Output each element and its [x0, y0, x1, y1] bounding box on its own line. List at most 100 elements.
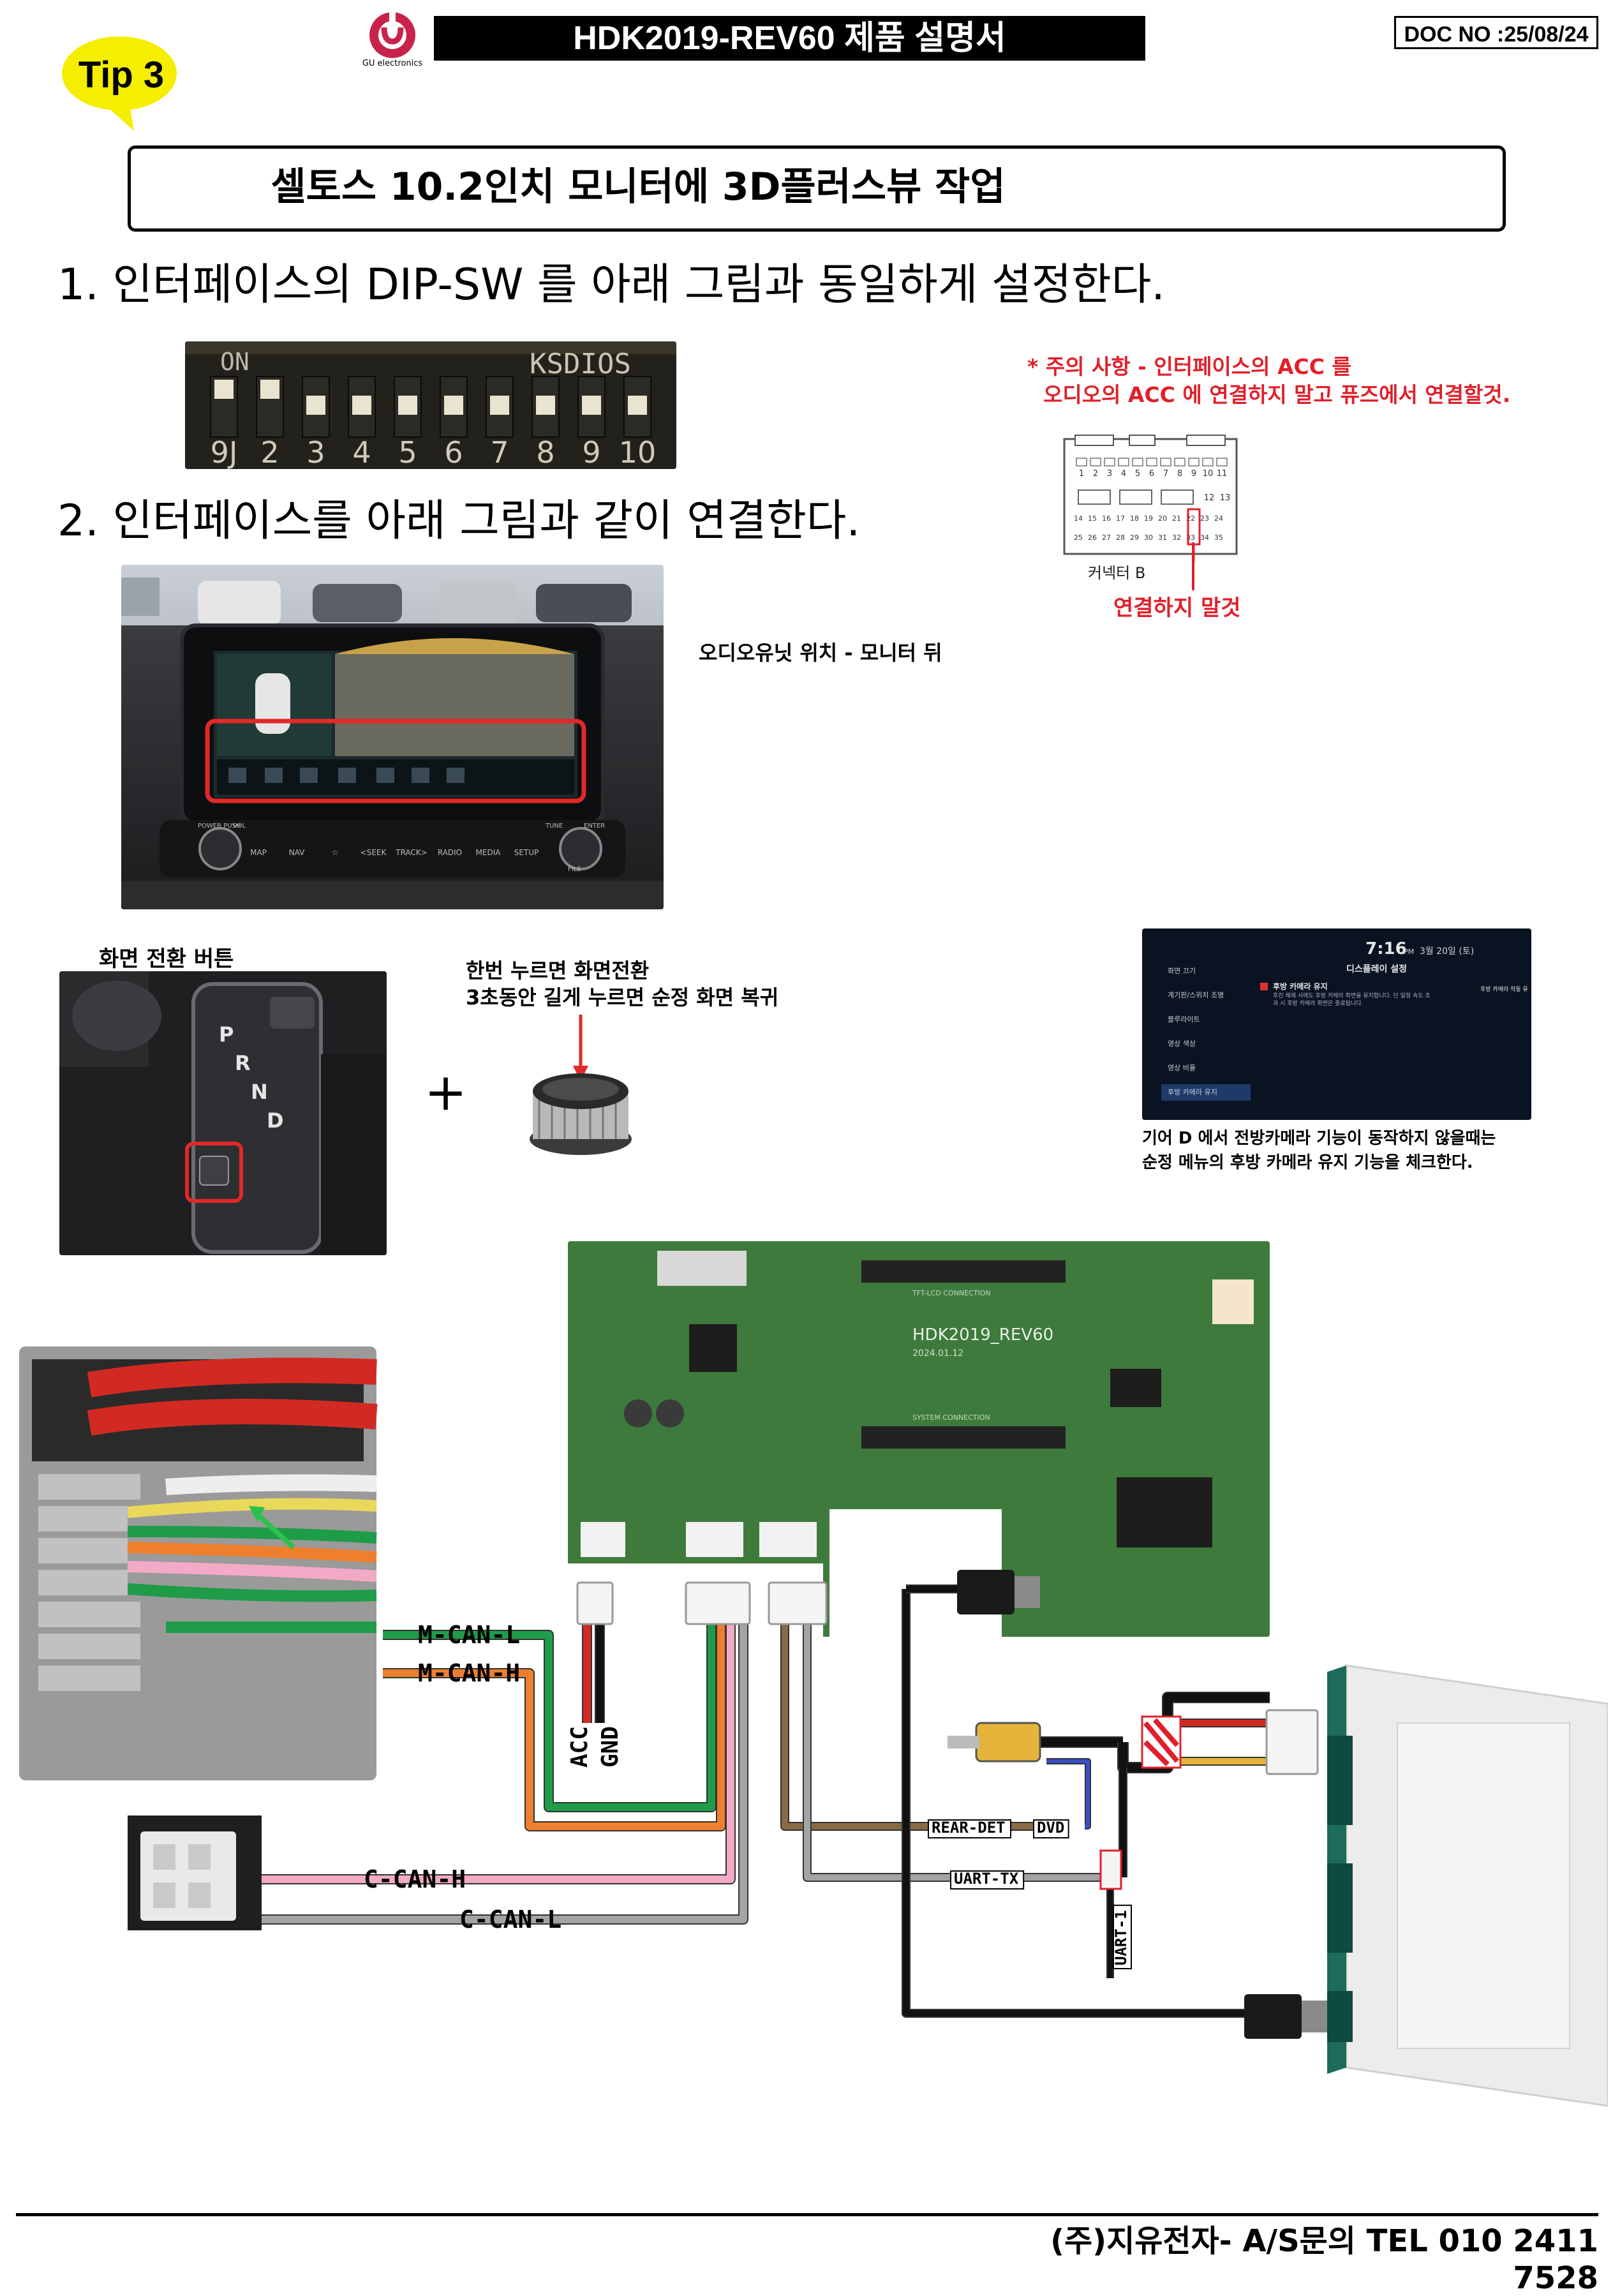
- vehicle-harness-photo: [13, 1327, 389, 1787]
- connector-pin-number: 10: [1203, 469, 1214, 479]
- no-connect-pointer: [1192, 542, 1194, 590]
- connector-pin-number: 34: [1200, 533, 1209, 542]
- connector-pin-number: 20: [1158, 514, 1167, 523]
- wire-label: C-CAN-H: [364, 1865, 466, 1893]
- settings-date: 3월 20일 (토): [1420, 946, 1474, 957]
- connector-pin-number: 17: [1116, 514, 1125, 523]
- connector-pin-number: 1: [1079, 469, 1084, 479]
- dip-number: 2: [260, 435, 279, 469]
- dip-on-label: ON: [220, 348, 249, 376]
- connector-pin-number: 25: [1074, 533, 1083, 542]
- wire-outline: [803, 1624, 1110, 1882]
- dip-number: 7: [490, 435, 509, 469]
- monitor-power-label: POWER PUSH: [198, 823, 241, 830]
- wire-label: M-CAN-L: [418, 1621, 520, 1649]
- connector-pin-number: 23: [1200, 514, 1209, 523]
- connector-pin-number: 18: [1130, 514, 1139, 523]
- settings-menu-item: 후방 카메라 유지: [1168, 1088, 1217, 1096]
- monitor-button-label: RADIO: [438, 848, 462, 857]
- monitor-file-label: FILE: [568, 866, 581, 873]
- connector-pin-number: 29: [1130, 533, 1139, 542]
- svg-text:ACC: ACC: [567, 1726, 593, 1768]
- svg-text:M-CAN-H: M-CAN-H: [418, 1659, 520, 1687]
- tip-label: Tip 3: [78, 54, 165, 96]
- svg-text:REAR-DET: REAR-DET: [932, 1819, 1006, 1837]
- connector-pin-number: 9: [1191, 469, 1196, 479]
- monitor-button-label: ☆: [332, 848, 339, 857]
- connector-pin-number: 3: [1107, 469, 1112, 479]
- connector-pin-number: 12: [1204, 493, 1215, 503]
- connector-pin: [1132, 458, 1143, 466]
- settings-right-label: 후방 카메라 작동 유: [1480, 986, 1528, 993]
- dip-number: 9: [582, 435, 600, 469]
- settings-time: 7:16: [1365, 939, 1407, 958]
- c-can-plug-photo: [128, 1815, 262, 1930]
- hdmi-connector-bottom: [1244, 1994, 1302, 2039]
- dip-toggle: [444, 396, 463, 415]
- wire-label: ACC: [567, 1726, 593, 1768]
- wire-outline: [1046, 1758, 1091, 1830]
- rca-pin: [948, 1736, 979, 1748]
- wire-label: M-CAN-H: [418, 1659, 520, 1687]
- cut-wire-marker: [1141, 1715, 1182, 1769]
- dip-toggle: [214, 380, 234, 399]
- monitor-vol-label: VOL: [233, 823, 246, 830]
- gear-letter: D: [267, 1108, 284, 1133]
- dip-toggle: [490, 396, 509, 415]
- wire-outline: [902, 1589, 1263, 2018]
- screen-switch-button-label: 화면 전환 버튼: [99, 946, 234, 972]
- dip-toggle: [398, 396, 417, 415]
- warning-line-2: 오디오의 ACC 에 연결하지 말고 퓨즈에서 연결할것.: [1043, 382, 1511, 407]
- pcb-lcd-label: TFT-LCD CONNECTION: [912, 1289, 991, 1297]
- settings-menu-item: 계기판/스위치 조명: [1168, 991, 1224, 999]
- footer-divider: [16, 2213, 1598, 2216]
- wire: [1119, 1693, 1270, 1772]
- step-1-text: 1. 인터페이스의 DIP-SW 를 아래 그림과 동일하게 설정한다.: [57, 260, 1165, 310]
- wire: [1046, 1759, 1090, 1828]
- connector-pin-number: 26: [1088, 533, 1097, 542]
- monitor-button-label: <SEEK: [361, 848, 387, 857]
- dip-number: 3: [306, 435, 325, 469]
- settings-menu-item: 화면 끄기: [1168, 967, 1196, 975]
- wire: [804, 1624, 1110, 1881]
- dip-number: 9J: [211, 435, 238, 469]
- settings-title: 디스플레이 설정: [1346, 964, 1407, 974]
- connector-pin-number: 7: [1163, 469, 1168, 479]
- pcb-model-label: HDK2019_REV60: [912, 1325, 1053, 1345]
- dip-number: 6: [444, 435, 463, 469]
- svg-text:C-CAN-L: C-CAN-L: [459, 1905, 561, 1934]
- connector-pin-number: 28: [1116, 533, 1125, 542]
- connector-pin: [1104, 458, 1115, 466]
- wire-label: GND: [597, 1726, 623, 1768]
- interface-pcb-photo: HDK2019_REV60 2024.01.12 TFT-LCD CONNECT…: [568, 1241, 1270, 1637]
- wire: [903, 1589, 1263, 2016]
- connector-pin-number: 5: [1135, 469, 1140, 479]
- 3d-view-module-box: [1327, 1664, 1608, 2107]
- gear-letter: N: [251, 1080, 268, 1104]
- connector-pin: [1216, 458, 1228, 466]
- dip-toggle: [536, 396, 555, 415]
- connector-pin: [1174, 458, 1186, 466]
- connector-pin-number: 16: [1102, 514, 1111, 523]
- settings-ampm: PM: [1404, 948, 1414, 956]
- connector-pin-number: 31: [1158, 533, 1167, 542]
- wire-outline: [383, 1624, 717, 1812]
- settings-menu-item: 영상 색상: [1168, 1040, 1196, 1048]
- settings-menu-item: 영상 비율: [1168, 1064, 1196, 1072]
- gear-d-note: 기어 D 에서 전방카메라 기능이 동작하지 않을때는 순정 메뉴의 후방 카메…: [1142, 1126, 1496, 1175]
- connector-pin-number: 30: [1144, 533, 1153, 542]
- audio-unit-position-note: 오디오유닛 위치 - 모니터 뒤: [699, 641, 942, 665]
- dip-number: 8: [536, 435, 554, 469]
- connector-pin-number: 15: [1088, 514, 1097, 523]
- dip-toggle: [260, 380, 279, 399]
- connector-pin-number: 24: [1214, 514, 1223, 523]
- step-2-text: 2. 인터페이스를 아래 그림과 같이 연결한다.: [57, 496, 861, 546]
- wire-label: UART-1: [1112, 1904, 1132, 1969]
- wire-label: UART-TX: [950, 1870, 1025, 1890]
- button-press-note: 한번 누르면 화면전환 3초동안 길게 누르면 순정 화면 복귀: [466, 957, 778, 1011]
- wire: [383, 1624, 715, 1811]
